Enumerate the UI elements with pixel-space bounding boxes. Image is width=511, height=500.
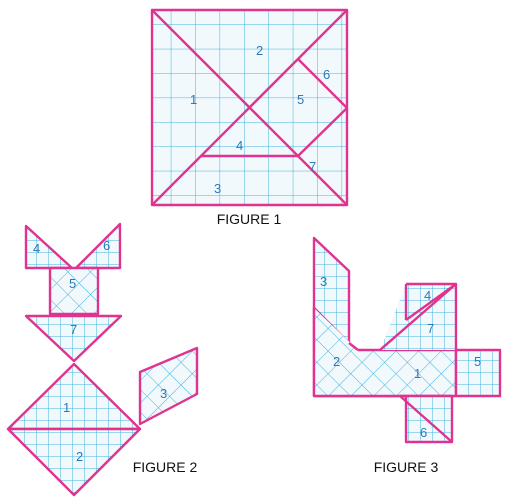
fig1-cut-diagonal xyxy=(151,9,299,157)
fig3-label-6: 6 xyxy=(420,425,427,440)
fig2-label-6: 6 xyxy=(103,238,110,253)
fig2-piece-7 xyxy=(26,316,121,361)
fig1-cut-right xyxy=(297,107,348,157)
fig1-cut-lower-right xyxy=(297,155,348,206)
fig3-label-4: 4 xyxy=(424,288,431,303)
figure-1-caption: FIGURE 1 xyxy=(217,211,282,227)
fig1-label-7: 7 xyxy=(309,159,316,174)
fig3-label-1: 1 xyxy=(414,366,421,381)
figure-2: 4 6 5 7 1 3 2 FIGURE 2 xyxy=(6,222,199,497)
fig2-label-7: 7 xyxy=(70,322,77,337)
fig3-piece-4 xyxy=(405,283,457,321)
figure-3: 3 4 7 2 1 5 6 FIGURE 3 xyxy=(312,236,502,475)
fig3-piece-5 xyxy=(456,350,500,396)
fig1-label-2: 2 xyxy=(256,43,263,58)
fig3-label-5: 5 xyxy=(474,354,481,369)
fig2-piece-5 xyxy=(50,268,98,314)
fig1-label-5: 5 xyxy=(297,92,304,107)
fig1-label-6: 6 xyxy=(323,67,330,82)
fig3-label-7: 7 xyxy=(427,321,434,336)
fig1-label-4: 4 xyxy=(236,138,243,153)
fig1-label-3: 3 xyxy=(214,181,221,196)
fig1-cut-upper-right xyxy=(297,58,348,109)
fig2-piece-1 xyxy=(8,364,140,429)
fig1-label-1: 1 xyxy=(190,92,197,107)
fig2-label-1: 1 xyxy=(63,400,70,415)
fig2-label-2: 2 xyxy=(76,449,83,464)
figure-2-caption: FIGURE 2 xyxy=(133,459,198,475)
fig2-piece-2 xyxy=(8,429,140,495)
figure-3-caption: FIGURE 3 xyxy=(374,459,439,475)
figure-1: 2 1 6 5 4 7 3 FIGURE 1 xyxy=(150,8,349,227)
fig2-label-3: 3 xyxy=(160,386,167,401)
fig3-label-2: 2 xyxy=(333,354,340,369)
fig1-cut-anti-diagonal xyxy=(151,9,348,206)
fig2-label-5: 5 xyxy=(69,276,76,291)
fig3-label-3: 3 xyxy=(320,274,327,289)
fig2-label-4: 4 xyxy=(33,241,40,256)
